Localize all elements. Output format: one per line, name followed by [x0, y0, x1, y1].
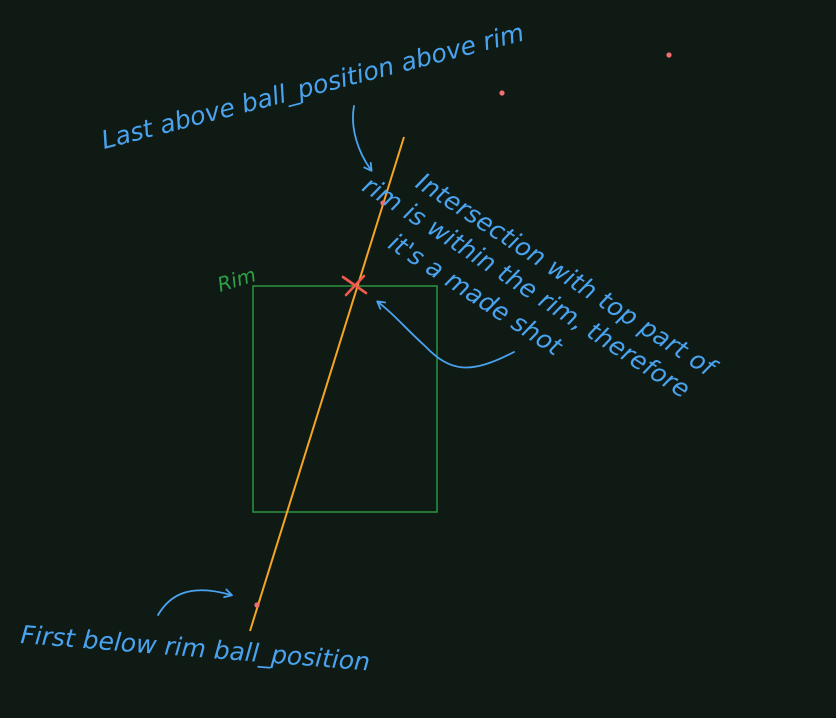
rim-box [252, 285, 438, 513]
intersection-marker [341, 274, 368, 297]
intersection-label-line2: rim is within the rim, therefore [357, 170, 695, 404]
intersection-arrow [376, 300, 515, 369]
first-below-label: First below rim ball_position [20, 620, 372, 676]
last-above-point [380, 200, 386, 206]
ball-position-point [666, 52, 672, 58]
ball-position-point [499, 90, 505, 96]
last-above-label: Last above ball_position above rim [98, 18, 527, 155]
trajectory-line [249, 136, 405, 632]
last-above-arrow [352, 105, 373, 172]
intersection-annotation: Intersection with top part of rim is wit… [357, 167, 722, 404]
first-below-point [254, 602, 260, 608]
rim-label: Rim [214, 262, 258, 296]
first-below-arrow [157, 588, 233, 616]
